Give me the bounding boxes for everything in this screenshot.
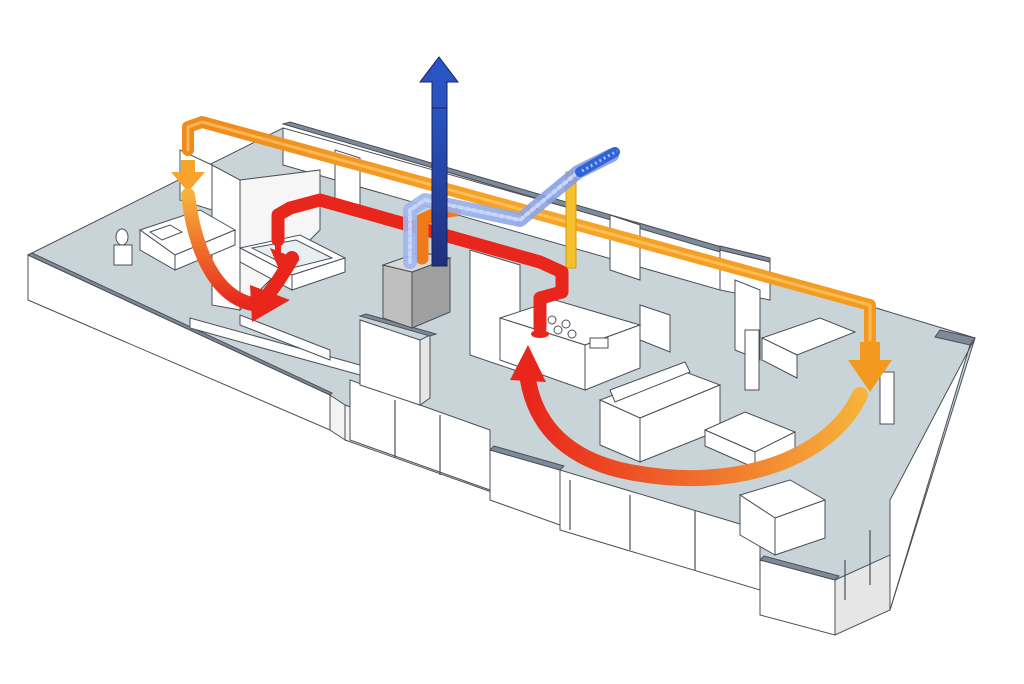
- living-room-furniture: [598, 317, 895, 556]
- nightstand: [113, 244, 133, 266]
- lamp: [115, 228, 129, 246]
- airflow-curved-arrow-icon: [510, 345, 868, 487]
- exhaust-duct: [431, 107, 448, 267]
- door-bedroom2: [609, 214, 641, 281]
- airflow-curved-arrow-icon: [255, 244, 300, 309]
- warm-supply-duct: [182, 116, 876, 346]
- window-mullions: [394, 400, 871, 600]
- airflow-down-arrow-icon: [848, 342, 892, 392]
- speaker-right: [879, 371, 895, 425]
- sink: [589, 337, 609, 349]
- hob-burner: [547, 315, 557, 325]
- speaker-left: [744, 329, 760, 391]
- airflow-down-arrow-icon: [531, 330, 549, 338]
- exterior-walls: [26, 252, 976, 636]
- fresh-air-intake-icon: [575, 147, 620, 177]
- exhaust-up-arrow-icon: [418, 56, 460, 109]
- airflow-down-arrow-icon: [171, 160, 205, 192]
